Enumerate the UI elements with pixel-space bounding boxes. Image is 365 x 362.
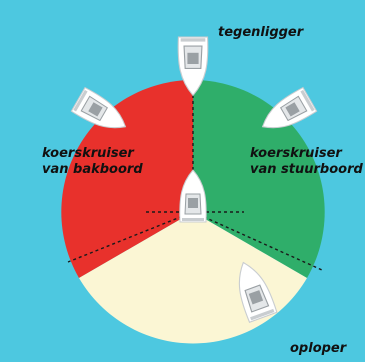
label-overtaking: oploper (290, 341, 348, 356)
label-oncoming: tegenligger (218, 25, 305, 40)
port-quarter-line (67, 211, 194, 263)
port-sector (61, 80, 193, 278)
label-starboard-line1: koerskruiser (250, 146, 343, 161)
label-port-line1: koerskruiser (42, 146, 135, 161)
starboard-sector (193, 80, 325, 278)
label-port-line2: van bakboord (42, 162, 143, 177)
label-starboard-line2: van stuurboord (250, 162, 363, 177)
